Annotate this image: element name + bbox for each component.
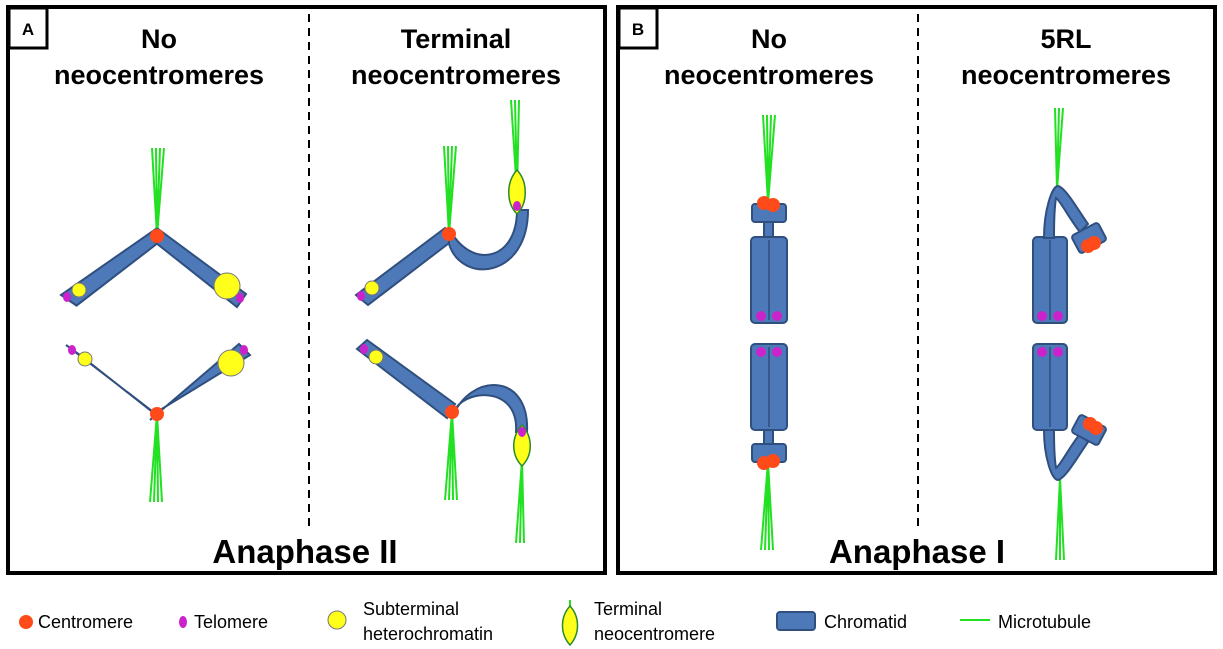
legend-heterochromatin-label-line2: heterochromatin bbox=[363, 624, 493, 644]
b-right-bivalent bbox=[1032, 107, 1107, 561]
panel-b-right-title-line2: neocentromeres bbox=[961, 60, 1171, 90]
legend: Centromere Telomere Subterminal heteroch… bbox=[19, 599, 1091, 647]
centromere-dot bbox=[766, 454, 780, 468]
legend-centromere: Centromere bbox=[19, 612, 133, 632]
centromere-dot bbox=[150, 407, 164, 421]
panel-a: A No neocentromeres Terminal neocentrome… bbox=[6, 5, 607, 575]
panel-b-tag: B bbox=[632, 20, 644, 39]
panel-a-right-title-line2: neocentromeres bbox=[351, 60, 561, 90]
centromere-dot bbox=[150, 229, 164, 243]
telomere-dot bbox=[240, 345, 248, 355]
terminal-neocentromere bbox=[508, 168, 526, 216]
panel-b: B No neocentromeres 5RL neocentromeres A… bbox=[616, 5, 1217, 575]
chromatid-neck bbox=[763, 429, 774, 446]
centromere-dot bbox=[766, 198, 780, 212]
a-right-upper-chromosome bbox=[354, 99, 530, 307]
heterochromatin-dot bbox=[71, 282, 87, 298]
telomere-swatch bbox=[179, 616, 187, 628]
centromere-dot bbox=[445, 405, 459, 419]
neocentromere-swatch bbox=[561, 604, 579, 647]
chromatid-swatch bbox=[776, 611, 816, 631]
centromere-dot bbox=[1087, 236, 1101, 250]
legend-heterochromatin: Subterminal heterochromatin bbox=[327, 599, 493, 644]
heterochromatin-dot bbox=[364, 280, 380, 296]
neocentromere-microtubules bbox=[515, 459, 525, 544]
panel-b-right-title-line1: 5RL bbox=[1040, 24, 1091, 54]
legend-microtubule-label: Microtubule bbox=[998, 612, 1091, 632]
microtubule-bundle bbox=[1054, 107, 1064, 191]
telomere-dot bbox=[1053, 311, 1063, 321]
centromere-dot bbox=[442, 227, 456, 241]
telomere-dot bbox=[772, 347, 782, 357]
chromatid-hook bbox=[448, 209, 530, 271]
telomere-dot bbox=[772, 311, 782, 321]
centromere-swatch bbox=[19, 615, 33, 629]
legend-centromere-label: Centromere bbox=[38, 612, 133, 632]
panel-b-tag-box bbox=[617, 6, 659, 50]
panel-b-left-title-line1: No bbox=[751, 24, 787, 54]
legend-terminal-neo-label-line2: neocentromere bbox=[594, 624, 715, 644]
telomere-dot bbox=[63, 292, 71, 302]
chromatid-hook bbox=[451, 384, 529, 433]
legend-terminal-neocentromere: Terminal neocentromere bbox=[561, 599, 715, 647]
telomere-dot bbox=[1053, 347, 1063, 357]
panel-a-tag: A bbox=[22, 20, 34, 39]
microtubule-bundle bbox=[1055, 477, 1065, 561]
legend-microtubule: Microtubule bbox=[960, 612, 1091, 632]
microtubule-bundle bbox=[443, 145, 457, 235]
heterochromatin-dot bbox=[77, 351, 93, 367]
legend-chromatid: Chromatid bbox=[776, 611, 907, 632]
legend-terminal-neo-label-line1: Terminal bbox=[594, 599, 662, 619]
centromere-dot bbox=[1089, 421, 1103, 435]
microtubule-bundle bbox=[149, 413, 163, 503]
telomere-dot bbox=[1037, 311, 1047, 321]
terminal-neocentromere bbox=[513, 423, 531, 468]
microtubule-bundle bbox=[444, 411, 458, 501]
panel-b-left-title-line2: neocentromeres bbox=[664, 60, 874, 90]
telomere-dot bbox=[357, 291, 365, 301]
legend-telomere-label: Telomere bbox=[194, 612, 268, 632]
panel-a-left-title-line2: neocentromeres bbox=[54, 60, 264, 90]
a-left-lower-chromosome bbox=[65, 342, 252, 503]
microtubule-bundle bbox=[151, 147, 165, 237]
b-left-bivalent bbox=[750, 114, 788, 551]
telomere-dot bbox=[756, 347, 766, 357]
microtubule-bundle bbox=[762, 114, 776, 204]
telomere-dot bbox=[1037, 347, 1047, 357]
microtubule-bundle bbox=[760, 461, 774, 551]
heterochromatin-dot bbox=[217, 349, 245, 377]
telomere-dot bbox=[360, 344, 368, 354]
panel-b-frame bbox=[616, 5, 1217, 575]
chromatid-neck bbox=[763, 221, 774, 239]
telomere-dot bbox=[68, 345, 76, 355]
panel-a-frame bbox=[6, 5, 607, 575]
panel-a-stage-label: Anaphase II bbox=[212, 533, 397, 570]
heterochromatin-dot bbox=[213, 272, 241, 300]
heterochromatin-dot bbox=[368, 349, 384, 365]
telomere-dot bbox=[236, 293, 244, 303]
panel-a-right-title-line1: Terminal bbox=[401, 24, 512, 54]
a-right-lower-chromosome bbox=[355, 338, 531, 544]
telomere-dot bbox=[518, 427, 526, 437]
legend-telomere: Telomere bbox=[179, 612, 268, 632]
legend-heterochromatin-label-line1: Subterminal bbox=[363, 599, 459, 619]
heterochromatin-swatch bbox=[327, 610, 347, 630]
panel-b-stage-label: Anaphase I bbox=[829, 533, 1005, 570]
panel-a-tag-box bbox=[7, 6, 49, 50]
legend-chromatid-label: Chromatid bbox=[824, 612, 907, 632]
telomere-dot bbox=[513, 201, 521, 211]
a-left-upper-chromosome bbox=[59, 147, 248, 309]
panel-a-left-title-line1: No bbox=[141, 24, 177, 54]
telomere-dot bbox=[756, 311, 766, 321]
